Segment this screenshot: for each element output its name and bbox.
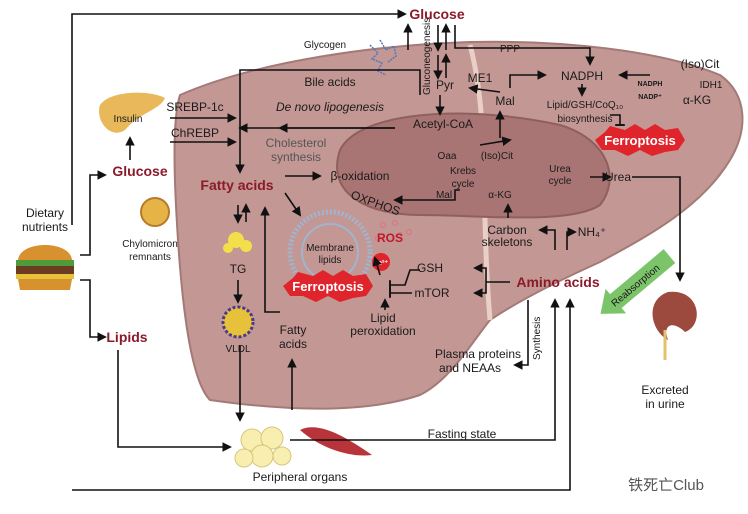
insulin-label: Insulin bbox=[114, 114, 143, 125]
nadph-small-label: NADPH bbox=[638, 81, 663, 88]
carbon-skeletons-label-2: skeletons bbox=[482, 235, 533, 249]
pathway-arrows bbox=[71, 9, 685, 491]
urea-cycle-label-2: cycle bbox=[549, 176, 572, 187]
lipid-peroxidation-label-2: peroxidation bbox=[350, 324, 415, 338]
fatty-acids-label: Fatty acids bbox=[200, 177, 273, 193]
plasma-proteins-label-2: and NEAAs bbox=[439, 361, 501, 375]
cholesterol-label-1: Cholesterol bbox=[266, 136, 327, 150]
de-novo-lipogenesis-label: De novo lipogenesis bbox=[276, 100, 384, 114]
watermark: 铁死亡Club bbox=[628, 477, 704, 494]
membrane-lipids-label-1: Membrane bbox=[306, 243, 354, 254]
ferroptosis-label-right: Ferroptosis bbox=[604, 133, 676, 148]
vldl-label: VLDL bbox=[225, 344, 250, 355]
mal-mito-label: Mal bbox=[436, 190, 452, 201]
burger-icon bbox=[16, 245, 74, 290]
isocit-mito-label: (Iso)Cit bbox=[481, 151, 513, 162]
excreted-label-1: Excreted bbox=[641, 383, 688, 397]
biosynthesis-label-1: Lipid/GSH/CoQ₁₀ bbox=[547, 100, 623, 111]
biosynthesis-label-2: biosynthesis bbox=[557, 114, 612, 125]
pancreas-icon bbox=[99, 92, 165, 133]
plasma-proteins-label-1: Plasma proteins bbox=[435, 347, 521, 361]
lipid-peroxidation-label-1: Lipid bbox=[370, 311, 395, 325]
fasting-state-label: Fasting state bbox=[428, 427, 497, 441]
carbon-skeletons-label-1: Carbon bbox=[487, 223, 526, 237]
acetyl-coa-label: Acetyl-CoA bbox=[413, 117, 473, 131]
reabsorption-label: Reabsorption bbox=[610, 263, 663, 310]
nadp-small-label: NADP⁺ bbox=[638, 94, 662, 101]
ros-label: ROS bbox=[377, 231, 403, 245]
nadph-label: NADPH bbox=[561, 69, 603, 83]
chylomicron-label-2: remnants bbox=[129, 252, 171, 263]
ppp-label: PPP bbox=[500, 44, 520, 55]
membrane-lipids-label-2: lipids bbox=[319, 255, 342, 266]
isocit-cytosol-label: (Iso)Cit bbox=[681, 57, 720, 71]
oaa-label: Oaa bbox=[438, 151, 457, 162]
peripheral-organs-label: Peripheral organs bbox=[253, 470, 348, 484]
muscle-icon bbox=[300, 427, 372, 456]
gluconeogenesis-label: Gluconeogenesis bbox=[422, 18, 433, 95]
kidney-icon bbox=[652, 291, 697, 360]
lipids-label: Lipids bbox=[106, 329, 147, 345]
fatty-acids-low-label-1: Fatty bbox=[280, 323, 307, 337]
mtor-label: mTOR bbox=[414, 286, 449, 300]
amino-acids-label: Amino acids bbox=[516, 274, 599, 290]
glycogen-label: Glycogen bbox=[304, 40, 346, 51]
glucose-left-label: Glucose bbox=[112, 163, 167, 179]
gsh-label: GSH bbox=[417, 261, 443, 275]
akg-cytosol-label: α-KG bbox=[683, 93, 711, 107]
beta-oxidation-label: β-oxidation bbox=[331, 169, 390, 183]
mitochondrion bbox=[336, 112, 611, 219]
tg-droplets-icon bbox=[223, 232, 252, 253]
fatty-acids-low-label-2: acids bbox=[279, 337, 307, 351]
vldl-particle-icon bbox=[221, 305, 255, 339]
chylomicron-label-1: Chylomicron bbox=[122, 239, 178, 250]
excreted-label-2: in urine bbox=[645, 397, 685, 411]
krebs-label-1: Krebs bbox=[450, 166, 476, 177]
chylomicron-icon bbox=[140, 197, 170, 227]
idh1-label: IDH1 bbox=[700, 80, 723, 91]
ros-dots bbox=[375, 220, 412, 241]
ferroptosis-burst-left: Ferroptosis bbox=[283, 270, 373, 302]
urea-cycle-label-1: Urea bbox=[549, 164, 571, 175]
membrane-lipid-vesicle bbox=[287, 209, 373, 295]
srebp-label: SREBP-1c bbox=[166, 100, 223, 114]
glucose-top-label: Glucose bbox=[409, 6, 464, 22]
akg-mito-label: α-KG bbox=[488, 190, 512, 201]
chrebp-label: ChREBP bbox=[171, 126, 219, 140]
dietary-label-2: nutrients bbox=[22, 220, 68, 234]
ferroptosis-burst-right: Ferroptosis bbox=[595, 124, 685, 156]
dietary-label-1: Dietary bbox=[26, 206, 64, 220]
ferroptosis-label-left: Ferroptosis bbox=[292, 279, 364, 294]
bile-acids-label: Bile acids bbox=[304, 75, 355, 89]
tg-label: TG bbox=[230, 262, 247, 276]
adipose-cells-icon bbox=[234, 426, 292, 468]
cholesterol-label-2: synthesis bbox=[271, 150, 321, 164]
krebs-label-2: cycle bbox=[452, 179, 475, 190]
me1-label: ME1 bbox=[468, 71, 493, 85]
nh4-label: NH₄⁺ bbox=[578, 225, 607, 239]
synthesis-label: Synthesis bbox=[532, 317, 543, 360]
liver bbox=[173, 40, 744, 410]
urea-label: Urea bbox=[605, 170, 631, 184]
pyr-label: Pyr bbox=[436, 78, 454, 92]
glycogen-icon bbox=[369, 39, 397, 76]
mal-cytosol-label: Mal bbox=[495, 94, 514, 108]
